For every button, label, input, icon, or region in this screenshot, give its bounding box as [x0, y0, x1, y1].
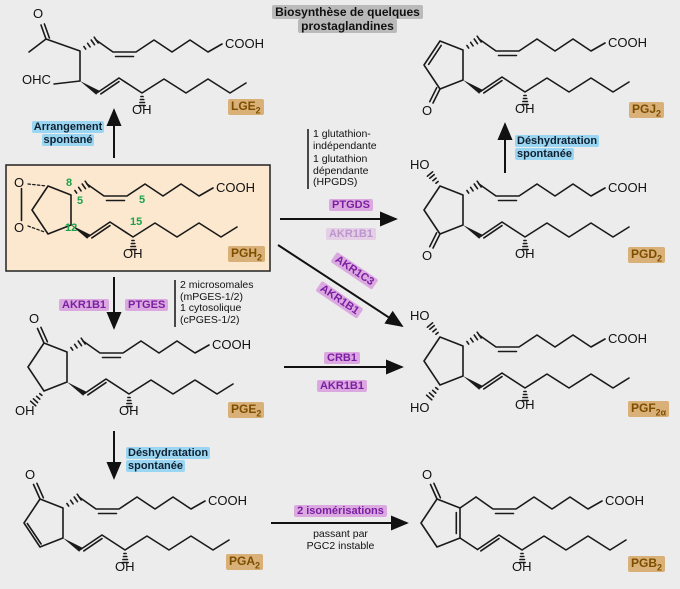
pgj2-cooh: COOH [608, 35, 647, 50]
pgj2-label: PGJ2 [629, 102, 665, 119]
enzyme-ptges: PTGES [125, 295, 169, 313]
lge2-label: LGE2 [228, 99, 264, 116]
lge2-oh: OH [132, 102, 152, 117]
pge2-structure [27, 326, 234, 408]
pgd2-oh: OH [515, 246, 535, 261]
reaction-label-arrangement-spontane: Arrangement spontané [31, 121, 105, 146]
note-pges-isoforms: 2 microsomales (mPGES-1/2) 1 cytosolique… [180, 279, 254, 326]
pgd2-ring-ho: HO [410, 157, 430, 172]
enzyme-akr1b1-faded: AKR1B1 [310, 224, 392, 242]
enzyme-crb1: CRB1 [308, 348, 376, 366]
pgj2-ketone-o: O [422, 103, 433, 118]
pgj2-structure [423, 35, 630, 106]
pgh2-structure [20, 180, 238, 251]
arrow-pgh2-to-pgf2a [277, 244, 404, 328]
pgb2-label: PGB2 [628, 556, 666, 573]
reaction-label-deshydratation-pge2: Déshydratation spontanée [126, 447, 211, 472]
pgf2a-label: PGF2α [628, 401, 670, 418]
reaction-label-deshydratation-pgd2: Déshydratation spontanée [515, 135, 600, 160]
pgh2-carbon-12: 12 [65, 222, 78, 234]
pgh2-highlight-box [5, 164, 271, 272]
pge2-ring-oh: OH [15, 403, 35, 418]
title-line1: Biosynthèse de quelques [272, 5, 423, 19]
pgh2-peroxide-o-bottom: O [14, 220, 25, 235]
lge2-aldehyde-ohc: OHC [22, 72, 51, 87]
pgh2-oh: OH [123, 246, 143, 261]
pge2-oh: OH [119, 403, 139, 418]
pgh2-label: PGH2 [228, 246, 266, 263]
pga2-structure [23, 482, 230, 564]
pgf2a-ring-ho-bottom: HO [410, 400, 430, 415]
pgb2-ketone-o: O [422, 467, 433, 482]
pge2-cooh: COOH [212, 337, 251, 352]
pgh2-peroxide-o-top: O [14, 175, 25, 190]
note-glutathion-independante: 1 glutathion- indépendante [313, 128, 377, 152]
enzyme-akr1b1-horizontal: AKR1B1 [308, 376, 376, 394]
pga2-label: PGA2 [226, 554, 264, 571]
pgd2-ketone-o: O [422, 248, 433, 263]
pgh2-carbon-8: 8 [66, 177, 73, 189]
enzyme-akr1b1-down: AKR1B1 [59, 295, 110, 313]
enzyme-2-isomerisations: 2 isomérisations [283, 501, 398, 519]
lge2-structure [28, 23, 247, 107]
pgh2-carbon-5-ring: 5 [77, 195, 84, 207]
pgb2-structure [420, 482, 627, 564]
pgj2-oh: OH [515, 101, 535, 116]
pgd2-structure [423, 171, 630, 251]
pga2-oh: OH [115, 559, 135, 574]
pgb2-cooh: COOH [605, 493, 644, 508]
pgd2-label: PGD2 [628, 247, 666, 264]
pge2-ketone-o: O [29, 311, 40, 326]
lge2-ketone-o: O [33, 6, 44, 21]
pgd2-cooh: COOH [608, 180, 647, 195]
pgh2-carbon-15: 15 [130, 216, 143, 228]
title-line2: prostaglandines [298, 19, 397, 33]
pgh2-cooh: COOH [216, 180, 255, 195]
pgf2a-oh: OH [515, 397, 535, 412]
pga2-ketone-o: O [25, 467, 36, 482]
pga2-cooh: COOH [208, 493, 247, 508]
enzyme-ptgds: PTGDS [310, 195, 392, 213]
pge2-label: PGE2 [228, 402, 265, 419]
pgh2-carbon-5-chain: 5 [139, 194, 146, 206]
note-pgc2-instable: passant par PGC2 instable [306, 528, 375, 552]
pgf2a-ring-ho-top: HO [410, 308, 430, 323]
diagram-title: Biosynthèse de quelques prostaglandines [240, 5, 455, 33]
pgf2a-structure [423, 321, 630, 402]
pgf2a-cooh: COOH [608, 331, 647, 346]
lge2-cooh: COOH [225, 36, 264, 51]
note-glutathion-dependante: 1 glutathion dépendante (HPGDS) [313, 153, 369, 188]
pgb2-oh: OH [512, 559, 532, 574]
